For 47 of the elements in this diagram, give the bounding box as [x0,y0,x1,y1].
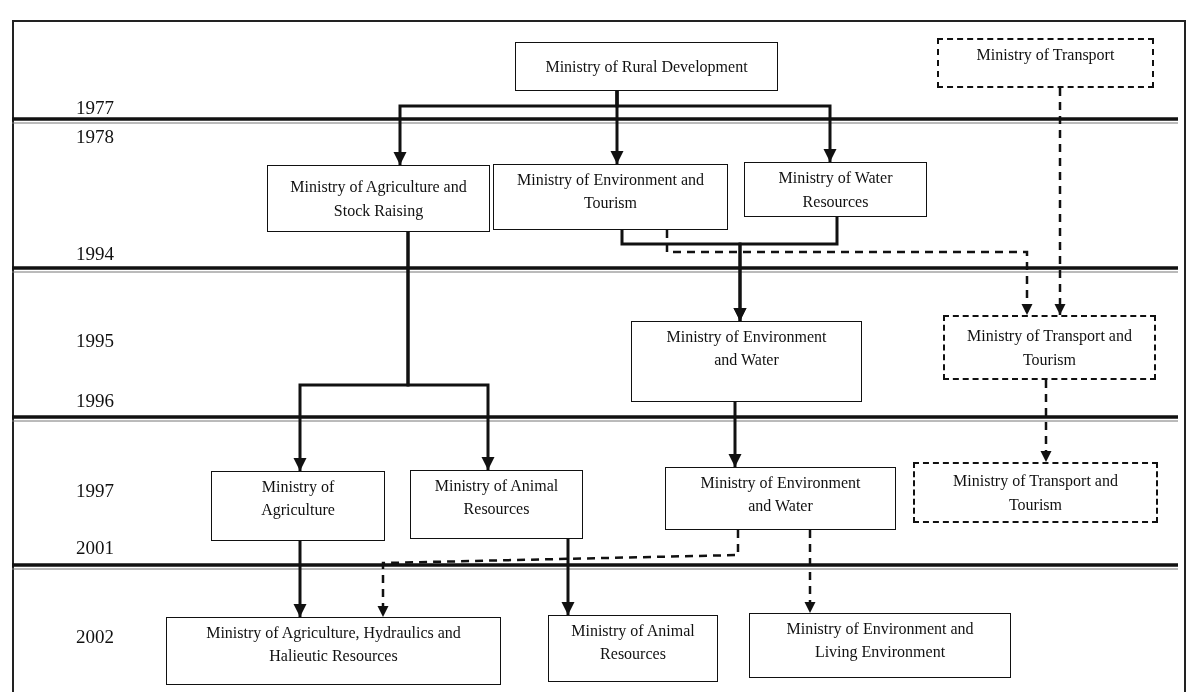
ministry-box [665,467,896,530]
ministry-name: Ministry of Agriculture [260,477,336,521]
arrow [804,530,816,613]
arrow [665,230,1033,315]
year-label: 1977 [76,97,114,119]
arrow [377,530,740,617]
ministry-name: Ministry of Environment and Tourism [515,170,706,214]
arrow [293,541,307,617]
ministry-name: Ministry of Animal Resources [433,476,560,520]
ministry-name: Ministry of Agriculture and Stock Raising [289,177,468,222]
ministry-box [937,38,1154,88]
ministry-box [410,470,583,539]
ministry-name: Ministry of Environment and Water [699,473,862,517]
ministry-name: Ministry of Environment and Water [665,327,828,371]
year-label: 2002 [76,626,114,648]
ministry-box [211,471,385,541]
ministry-name: Ministry of Environment and Living Environment [785,619,975,663]
year-label: 2001 [76,537,114,559]
year-label: 1978 [76,126,114,148]
ministry-box [744,162,927,217]
ministry-name: Ministry of Agriculture, Hydraulics and Halieutic Resources [205,623,462,667]
arrow [561,539,575,615]
ministry-box [548,615,718,682]
ministry-box [913,462,1158,523]
ministry-name: Ministry of Rural Development [545,56,748,78]
arrow [728,402,742,467]
ministry-name: Ministry of Transport [976,45,1115,66]
ministry-name: Ministry of Transport and Tourism [952,471,1119,515]
arrow [1040,380,1052,462]
ministry-box [749,613,1011,678]
year-label: 1996 [76,390,114,412]
year-label: 1995 [76,330,114,352]
ministry-box [515,42,778,91]
ministry-box [493,164,728,230]
ministry-box [166,617,501,685]
arrow [615,91,837,162]
ministry-box [267,165,490,232]
ministry-name: Ministry of Animal Resources [570,621,696,665]
ministry-box [631,321,862,402]
arrow [733,217,839,321]
arrow [406,232,495,470]
year-label: 1994 [76,243,114,265]
ministry-name: Ministry of Water Resources [777,168,894,212]
ministry-box [943,315,1156,380]
ministry-name: Ministry of Transport and Tourism [966,326,1133,370]
arrow [1054,88,1066,315]
year-label: 1997 [76,480,114,502]
